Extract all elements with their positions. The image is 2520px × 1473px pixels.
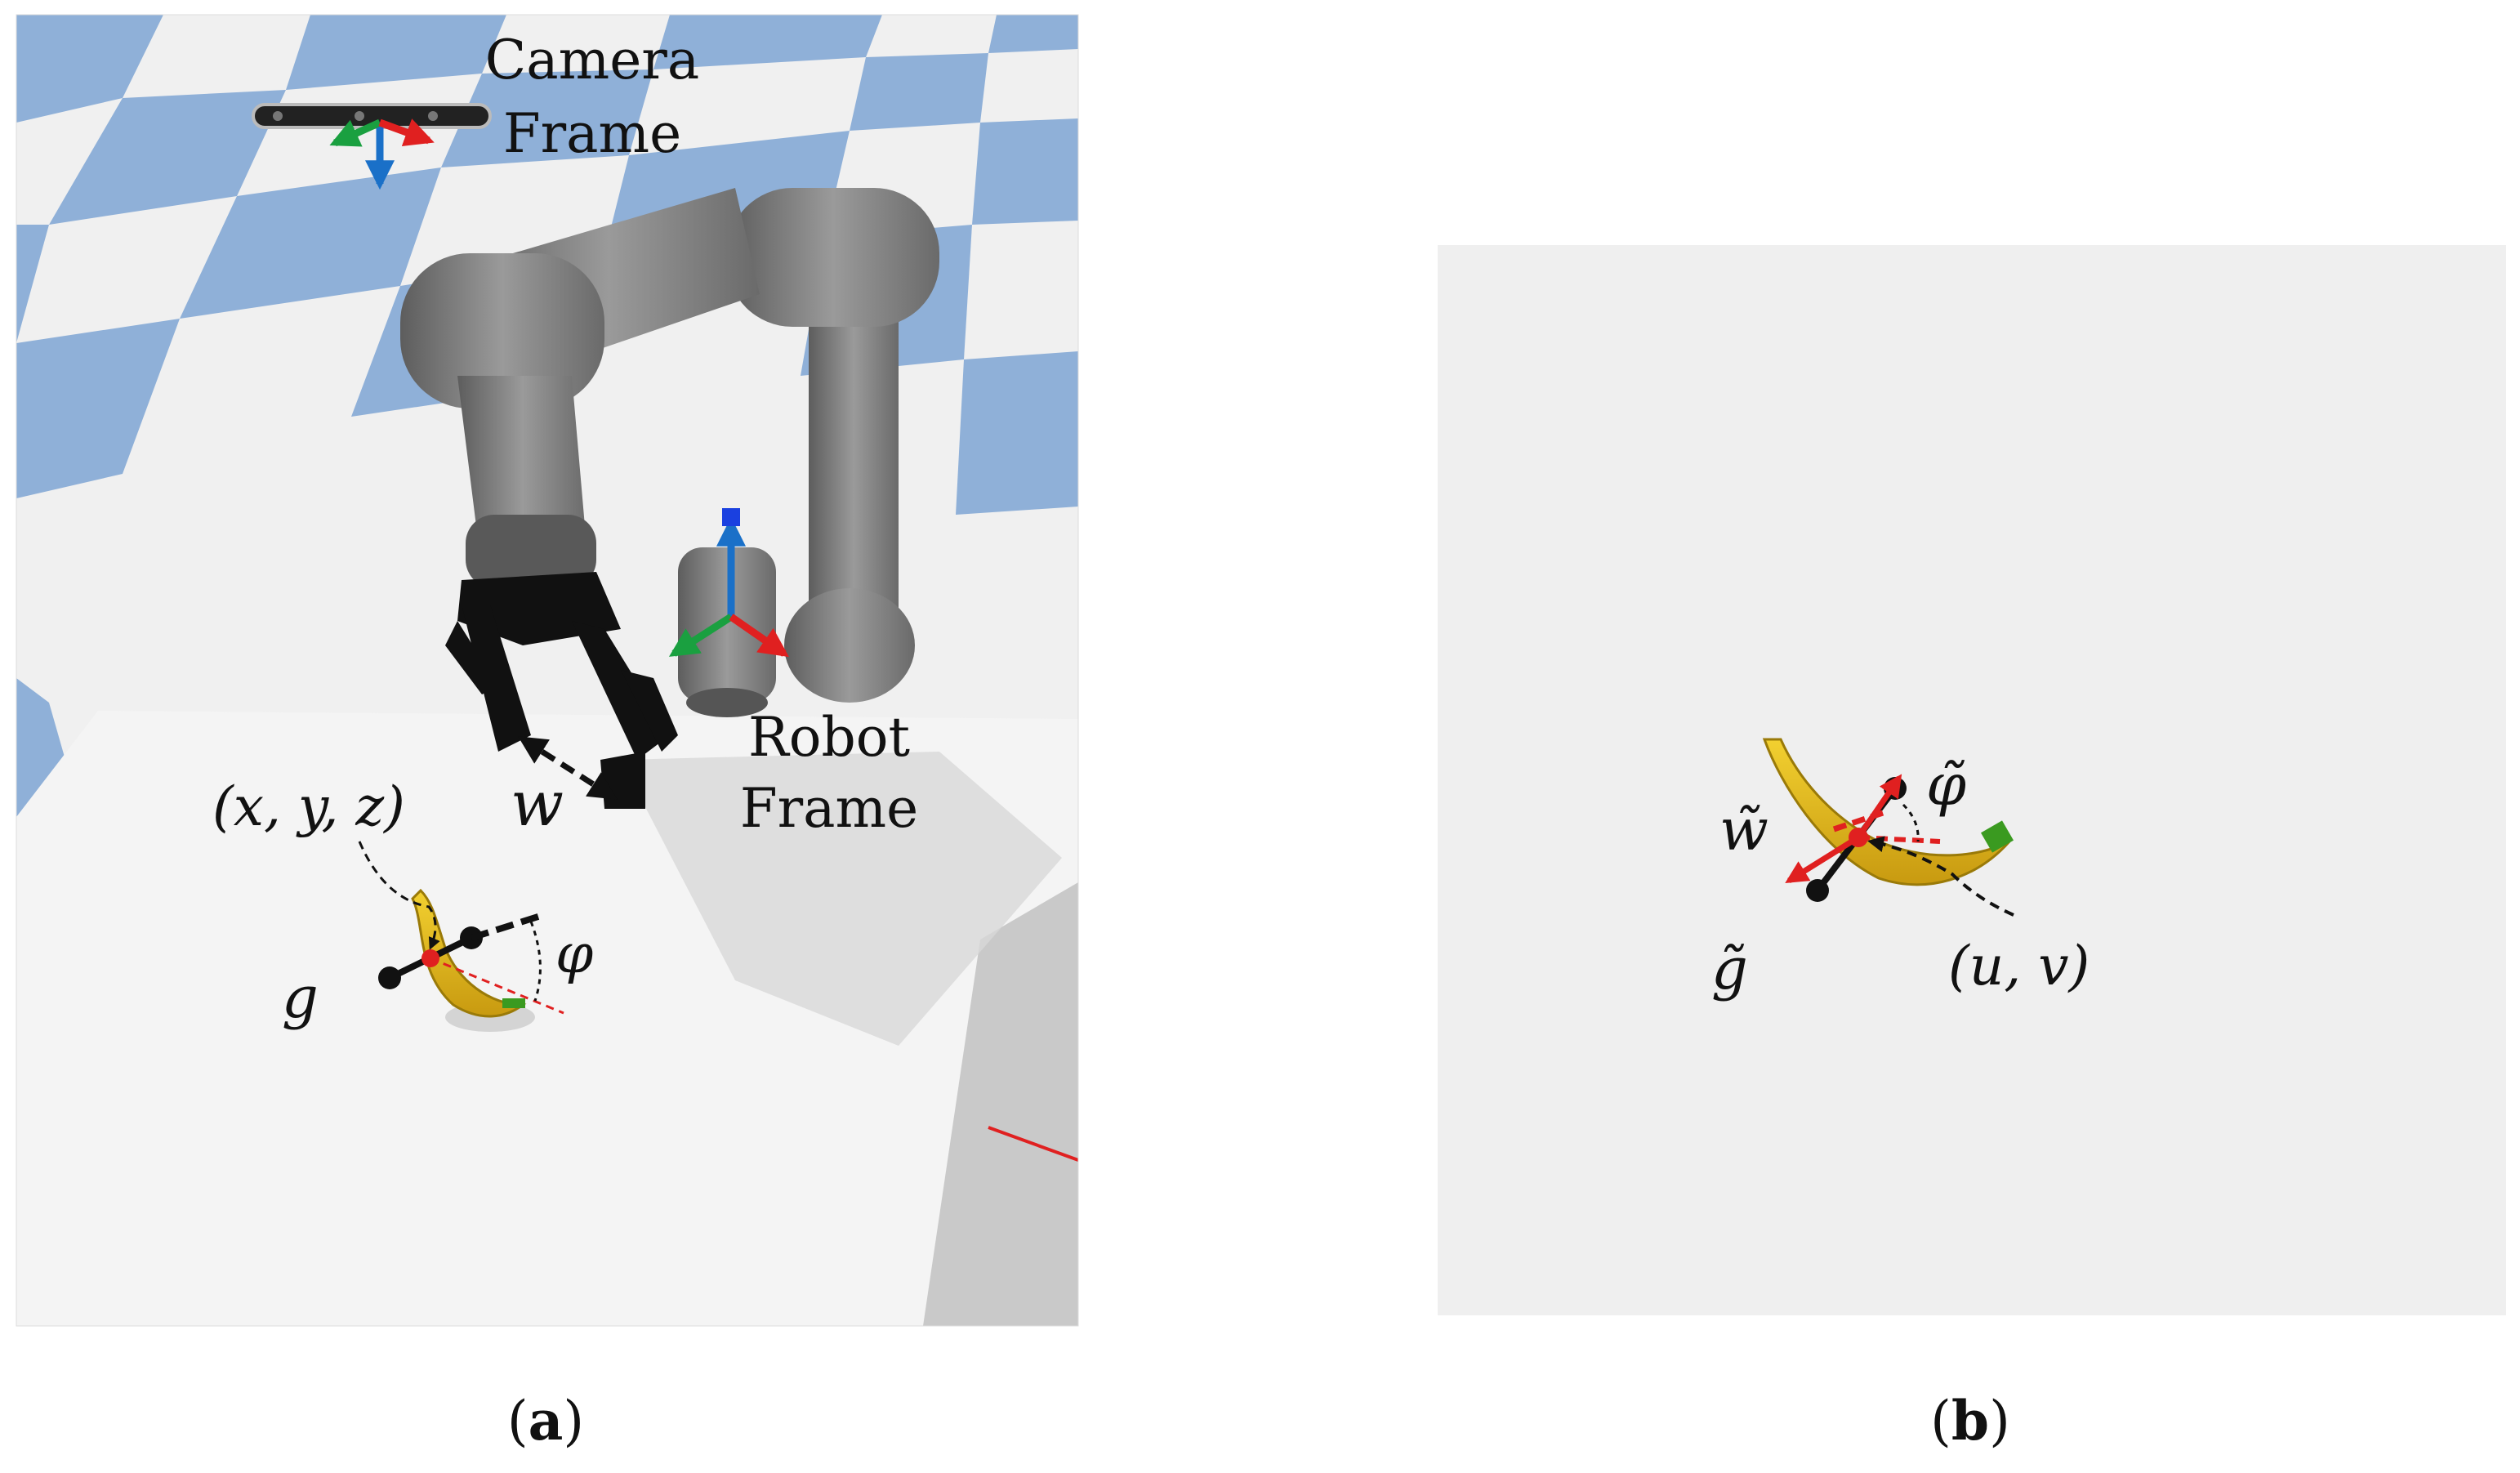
stage-edge [923,882,1078,1326]
camera-label-line1: Camera [485,29,699,92]
camera-label-line2: Frame [503,102,681,165]
grasp-symbol-a: g [282,964,319,1031]
edge-red-line [988,1126,1078,1162]
width-arrow [518,736,618,800]
robot-shadow [621,752,1062,1046]
banana-object-2d [1762,738,2014,886]
width-symbol-b: w̃ [1719,797,1768,864]
robot-gripper [445,572,678,809]
grasp-rectangle-2d [1785,774,2014,917]
grasp-symbol-b: g̃ [1711,935,1748,1002]
robot-label-line2: Frame [740,777,918,840]
grasp-rectangle-3d [358,841,564,1015]
camera-frame-axes [329,118,435,190]
caption-a: (a) [507,1389,584,1453]
width-symbol-a: w [511,767,564,840]
robot-frame-axes [668,508,789,658]
panel-a-border [16,14,1079,1327]
angle-symbol-b: φ̃ [1926,752,1966,819]
panel-b-image [1438,245,2506,1315]
robot-label-line1: Robot [748,706,910,769]
position-label-a: (x, y, z) [212,775,405,838]
position-label-b: (u, v) [1948,935,2090,998]
caption-b: (b) [1930,1389,2010,1453]
panel-a-scene [16,15,1078,1326]
robot-arm [400,188,939,717]
angle-symbol-a: φ [555,922,593,985]
